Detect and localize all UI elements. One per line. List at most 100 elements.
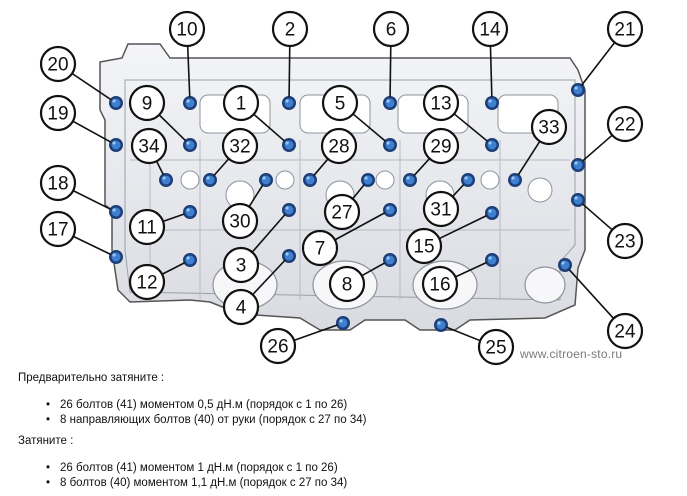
callout-label: 12	[136, 273, 157, 294]
leader-line-20	[71, 72, 112, 101]
bolt-12	[183, 253, 197, 267]
leader-line-14	[489, 45, 493, 98]
bolt-6	[383, 96, 397, 110]
leader-line-28	[313, 158, 329, 176]
leader-line-34	[155, 160, 165, 175]
callout-22: 22	[606, 105, 644, 143]
callout-17: 17	[39, 210, 77, 248]
callout-label: 18	[47, 174, 68, 195]
pre-tighten-section: Предварительно затяните :	[18, 371, 164, 386]
bolt-24	[558, 258, 572, 272]
leader-line-30	[248, 184, 264, 208]
callout-label: 8	[342, 275, 353, 296]
bolt-26	[336, 316, 350, 330]
leader-line-7	[334, 212, 386, 241]
callout-28: 28	[320, 127, 358, 165]
callout-21: 21	[606, 10, 644, 48]
callout-label: 14	[479, 20, 501, 41]
callout-15: 15	[405, 227, 443, 265]
bolt-27	[361, 173, 375, 187]
callout-2: 2	[271, 10, 309, 48]
bolt-7	[383, 203, 397, 217]
cylinder-head-diagram: 1234567891011121314151617181920212223242…	[39, 10, 644, 366]
bolt-22	[571, 158, 585, 172]
callout-label: 28	[328, 137, 349, 158]
callout-label: 2	[285, 20, 296, 41]
bolt-15	[485, 206, 499, 220]
leader-line-2	[288, 45, 291, 98]
callout-14: 14	[471, 10, 509, 48]
callout-label: 9	[142, 94, 153, 115]
callout-4: 4	[222, 288, 260, 326]
callout-3: 3	[222, 246, 260, 284]
leader-line-12	[161, 262, 186, 275]
callout-20: 20	[39, 45, 77, 83]
leader-line-16	[455, 261, 487, 278]
final-tighten-list: 26 болтов (41) моментом 1 дН.м (порядок …	[18, 461, 347, 491]
bolt-25	[434, 318, 448, 332]
bolt-17	[109, 250, 123, 264]
leader-line-10	[186, 45, 191, 98]
leader-line-11	[162, 213, 185, 223]
callout-label: 7	[315, 239, 326, 260]
leader-line-27	[352, 184, 365, 200]
callout-18: 18	[39, 164, 77, 202]
bolt-5	[383, 138, 397, 152]
callout-10: 10	[168, 10, 206, 48]
callout-31: 31	[422, 190, 460, 228]
bolt-21	[571, 83, 585, 97]
callout-label: 15	[413, 237, 434, 258]
callout-5: 5	[321, 84, 359, 122]
bolt-29	[403, 173, 417, 187]
callout-label: 25	[485, 338, 506, 359]
callout-label: 22	[614, 115, 635, 136]
callout-8: 8	[328, 265, 366, 303]
bolt-14	[485, 96, 499, 110]
leader-line-9	[158, 114, 187, 142]
callout-label: 5	[335, 94, 346, 115]
leader-line-26	[293, 324, 338, 342]
leader-line-5	[352, 113, 386, 142]
callout-25: 25	[477, 328, 515, 366]
leader-line-29	[413, 158, 431, 177]
callout-label: 33	[538, 118, 559, 139]
bolt-2	[282, 96, 296, 110]
callout-23: 23	[606, 222, 644, 260]
callout-label: 11	[137, 218, 157, 239]
callout-label: 6	[386, 20, 397, 41]
callout-label: 30	[229, 212, 250, 233]
bolt-3	[282, 203, 296, 217]
bolt-23	[571, 193, 585, 207]
bolt-13	[485, 138, 499, 152]
bolt-33	[508, 173, 522, 187]
callout-label: 20	[47, 55, 68, 76]
callout-label: 3	[236, 256, 247, 277]
final-step-item: 26 болтов (41) моментом 1 дН.м (порядок …	[18, 461, 347, 476]
bolt-4	[282, 249, 296, 263]
bolt-30	[259, 173, 273, 187]
leader-line-31	[451, 183, 465, 198]
bolt-10	[183, 96, 197, 110]
bolt-11	[183, 205, 197, 219]
bolt-20	[109, 96, 123, 110]
leader-line-25	[446, 326, 481, 342]
callout-label: 16	[429, 275, 450, 296]
leader-line-17	[72, 235, 111, 256]
pre-tighten-heading: Предварительно затяните :	[18, 372, 165, 384]
callout-label: 1	[236, 94, 247, 115]
callout-1: 1	[222, 84, 260, 122]
callout-30: 30	[221, 202, 259, 240]
leader-line-24	[568, 268, 615, 319]
callout-32: 32	[221, 127, 259, 165]
callout-label: 31	[430, 200, 451, 221]
leader-line-19	[72, 120, 112, 143]
callout-6: 6	[372, 10, 410, 48]
callout-24: 24	[606, 312, 644, 350]
leader-line-4	[252, 259, 286, 296]
pre-step-item: 26 болтов (41) моментом 0,5 дН.м (порядо…	[18, 398, 366, 413]
callout-label: 19	[47, 104, 68, 125]
leader-line-32	[213, 158, 230, 177]
final-tighten-section: Затяните :	[18, 434, 73, 449]
callout-label: 10	[176, 20, 197, 41]
bolt-16	[485, 253, 499, 267]
